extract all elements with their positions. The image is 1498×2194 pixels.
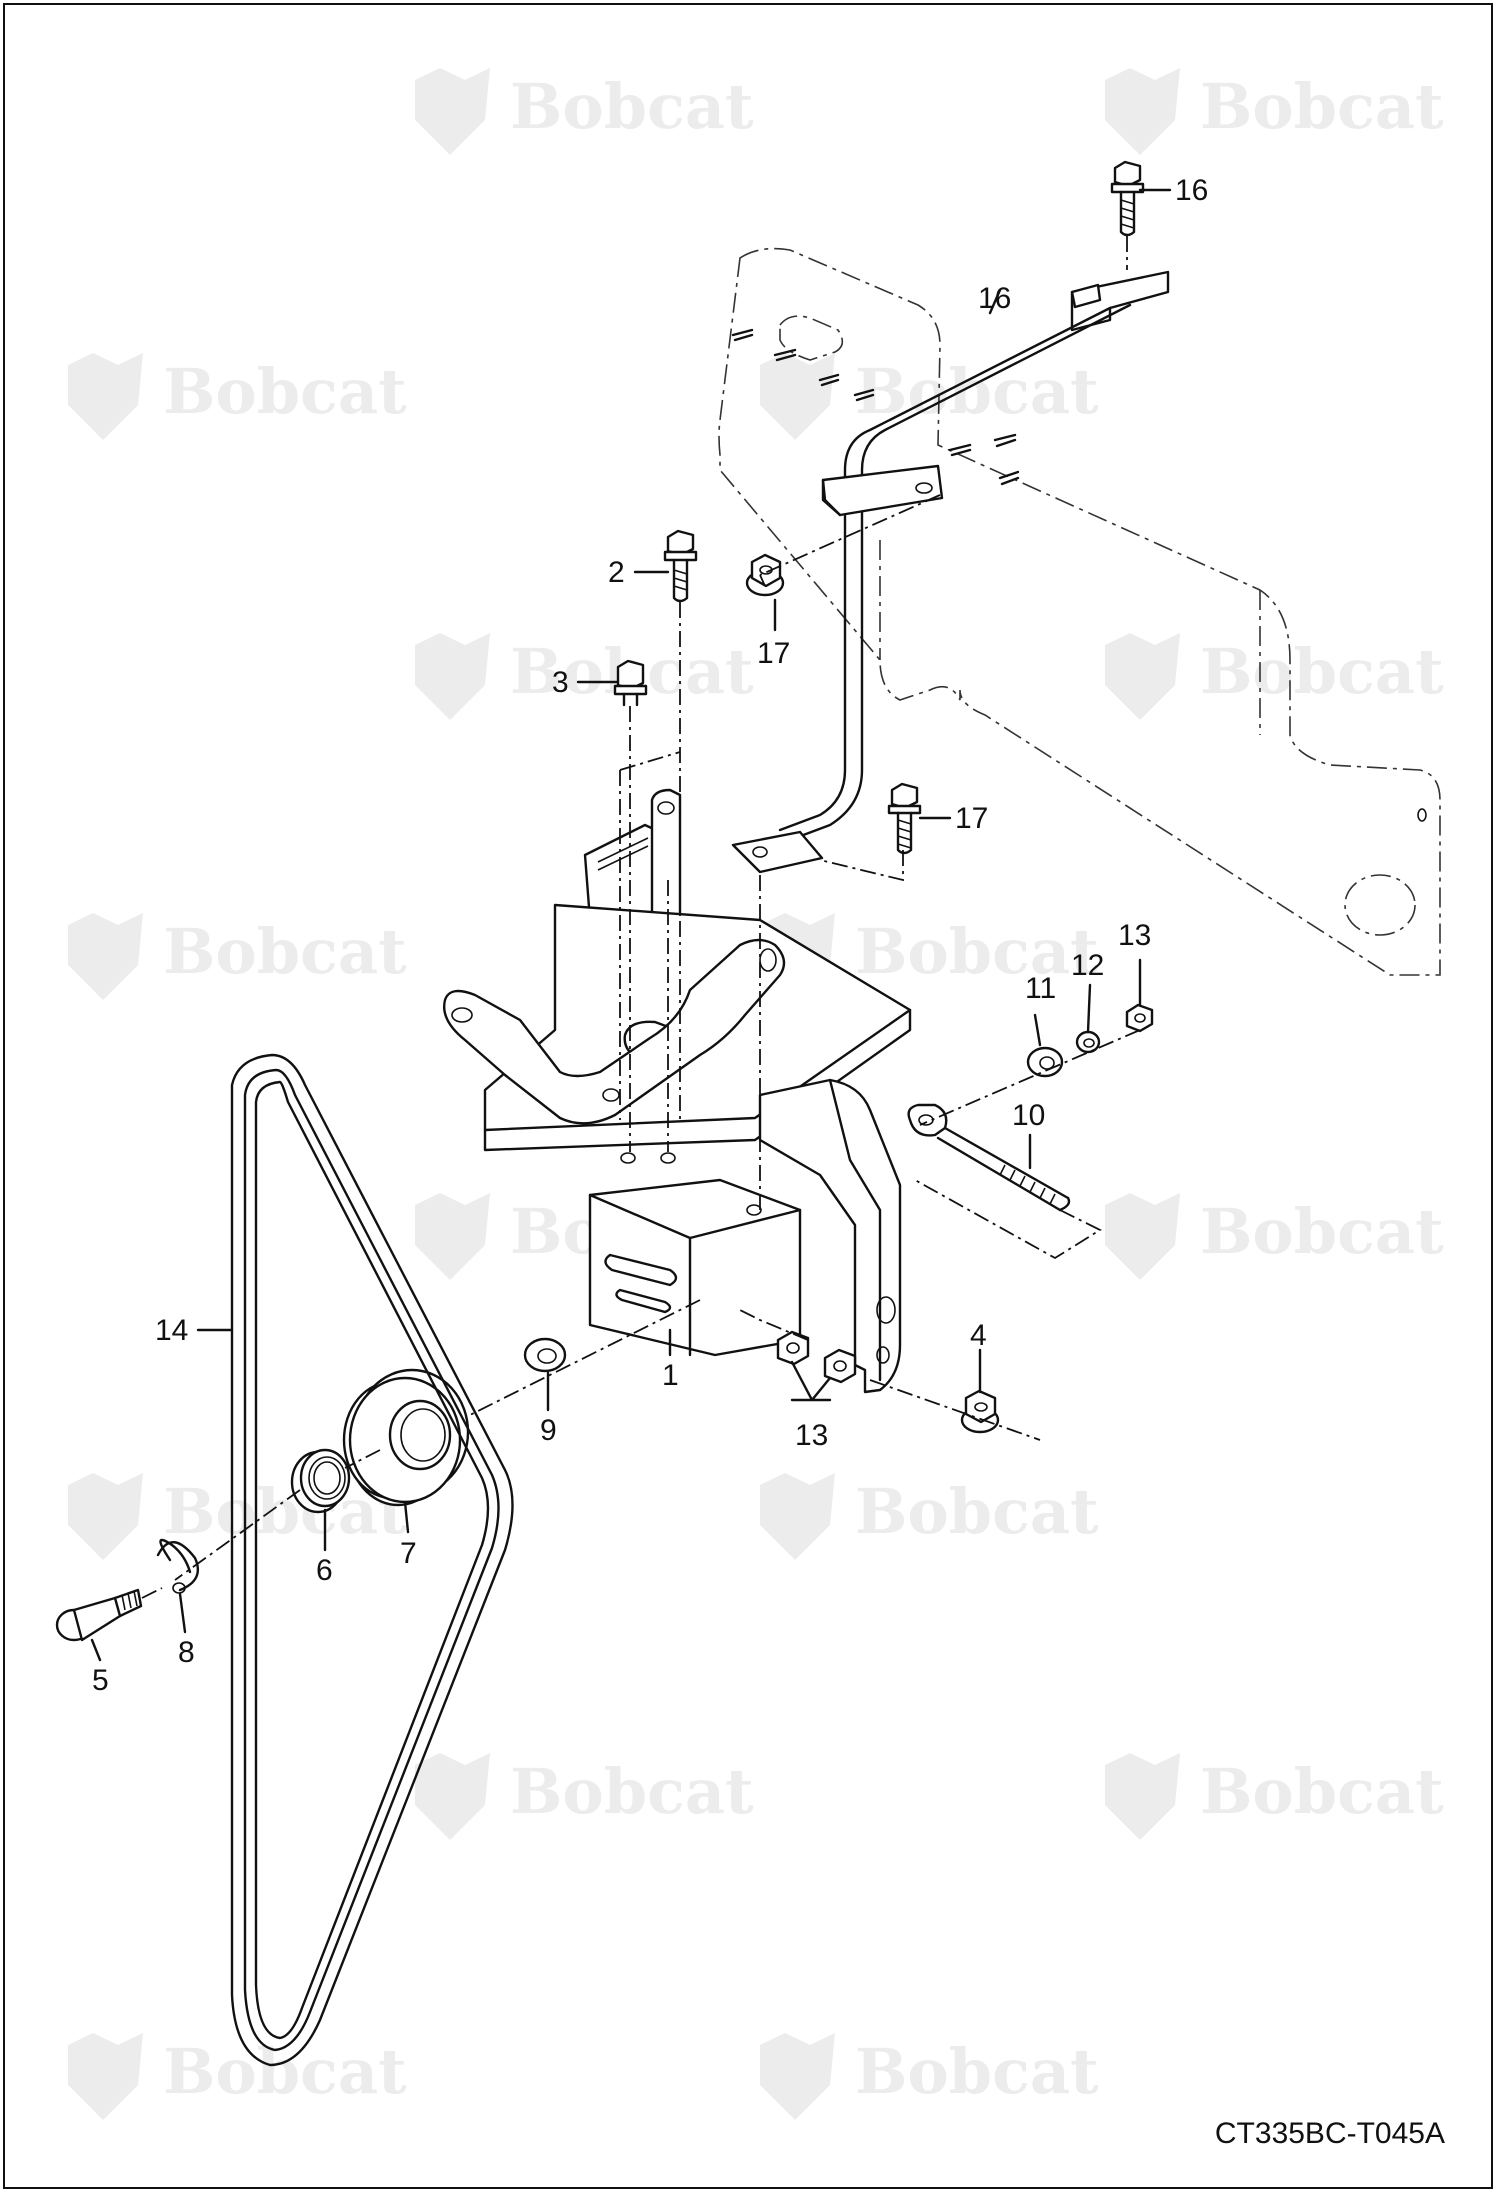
watermark-text: Bobcat xyxy=(163,355,407,428)
callout-labels: 2 3 16 16 17 17 11 12 13 10 4 14 9 1 13 … xyxy=(92,174,1208,1697)
assembly-center-lines xyxy=(141,236,1141,1599)
part-13-nut-top xyxy=(1125,1003,1154,1033)
part-4-flange-nut xyxy=(960,1389,1000,1434)
callout-16-top: 16 xyxy=(1175,174,1208,207)
watermark-logo: Bobcat xyxy=(760,353,1099,440)
part-13-nut-pair xyxy=(776,1330,857,1384)
watermark-logo: Bobcat xyxy=(760,1473,1099,1560)
watermark-layer: Bobcat Bobcat Bobcat Bobcat Bobcat Bobca… xyxy=(68,68,1444,2120)
callout-13-pair: 13 xyxy=(795,1419,828,1452)
part-5-shaft-pin xyxy=(55,1588,143,1642)
watermark-logo: Bobcat xyxy=(68,353,407,440)
drawing-frame xyxy=(3,3,1493,2189)
callout-leaders xyxy=(90,188,1172,1662)
callout-16-lower: 17 xyxy=(955,802,988,835)
part-14-v-belt xyxy=(230,1053,514,2067)
watermark-logo: Bobcat xyxy=(1105,1193,1444,1280)
callout-15: 16 xyxy=(978,282,1011,315)
watermark-text: Bobcat xyxy=(163,915,407,988)
watermark-logo: Bobcat xyxy=(760,2033,1099,2120)
part-3-bolt xyxy=(613,659,648,707)
watermark-text: Bobcat xyxy=(1200,1755,1444,1828)
watermark-logo: Bobcat xyxy=(760,913,1099,1000)
callout-1: 1 xyxy=(662,1359,679,1392)
watermark-logo: Bobcat xyxy=(1105,633,1444,720)
watermark-logo: Bobcat xyxy=(415,1753,754,1840)
watermark-logo: Bobcat xyxy=(415,68,754,155)
watermark-logo: Bobcat xyxy=(1105,68,1444,155)
callout-3: 3 xyxy=(552,666,569,699)
callout-6: 6 xyxy=(316,1554,333,1587)
callout-4: 4 xyxy=(970,1319,987,1352)
watermark-text: Bobcat xyxy=(1200,635,1444,708)
callout-5: 5 xyxy=(92,1664,109,1697)
phantom-studs xyxy=(731,328,1020,486)
callout-14: 14 xyxy=(155,1314,188,1347)
watermark-text: Bobcat xyxy=(510,70,754,143)
part-7-idler-pulley xyxy=(342,1368,470,1507)
callout-13-top: 13 xyxy=(1118,919,1151,952)
part-2-bolt xyxy=(663,529,698,603)
watermark-text: Bobcat xyxy=(855,355,1099,428)
part-15-support-rod xyxy=(731,270,1170,874)
callout-12: 12 xyxy=(1071,949,1104,982)
part-17-flange-nut xyxy=(745,553,785,597)
watermark-text: Bobcat xyxy=(855,1475,1099,1548)
part-10-tension-bolt xyxy=(907,1103,1071,1212)
watermark-logo: Bobcat xyxy=(68,913,407,1000)
callout-7: 7 xyxy=(400,1537,417,1570)
watermark-logo: Bobcat xyxy=(1105,1753,1444,1840)
watermark-logo: Bobcat xyxy=(68,1473,407,1560)
part-12-washer xyxy=(1075,1030,1101,1054)
callout-8: 8 xyxy=(178,1636,195,1669)
watermark-text: Bobcat xyxy=(510,1755,754,1828)
part-6-bearing xyxy=(290,1448,351,1514)
part-16-bolt-top xyxy=(1110,160,1145,237)
watermark-logo: Bobcat xyxy=(68,2033,407,2120)
watermark-logo: Bobcat xyxy=(415,633,754,720)
part-11-washer xyxy=(1026,1046,1064,1078)
watermark-text: Bobcat xyxy=(1200,70,1444,143)
part-9-washer xyxy=(523,1337,567,1373)
watermark-text: Bobcat xyxy=(855,915,1099,988)
watermark-text: Bobcat xyxy=(1200,1195,1444,1268)
callout-2: 2 xyxy=(608,556,625,589)
callout-11: 11 xyxy=(1025,972,1056,1005)
callout-17: 17 xyxy=(757,637,790,670)
watermark-text: Bobcat xyxy=(855,2035,1099,2108)
phantom-machine-frame xyxy=(718,247,1441,976)
part-16-bolt-lower xyxy=(887,782,922,855)
callout-10: 10 xyxy=(1012,1099,1045,1132)
part-8-snap-ring xyxy=(156,1538,200,1594)
callout-9: 9 xyxy=(540,1414,557,1447)
drawing-code: CT335BC-T045A xyxy=(1215,2117,1445,2150)
part-1-tensioner-bracket xyxy=(443,788,912,1394)
